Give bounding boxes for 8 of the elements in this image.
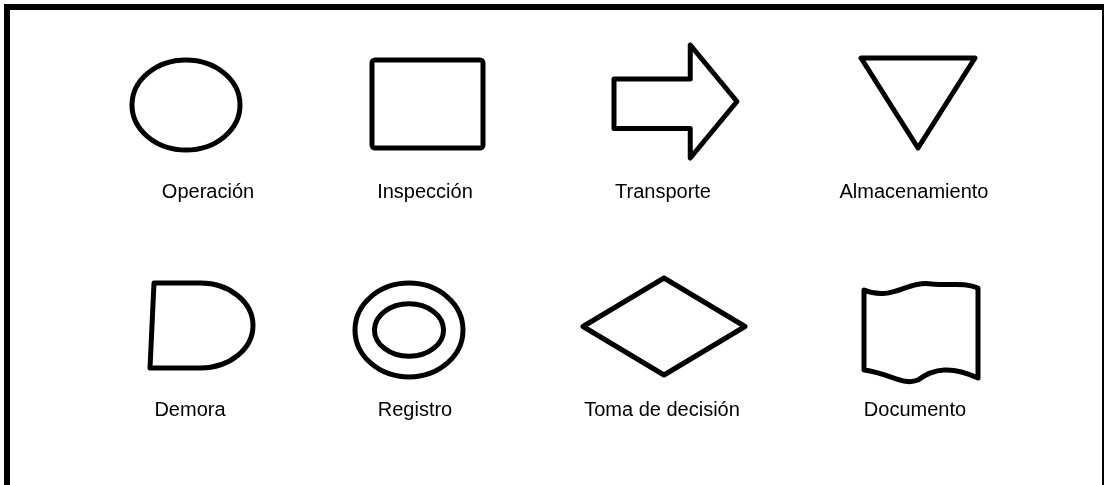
symbol-caption: Inspección bbox=[377, 180, 473, 203]
symbol-caption: Toma de decisión bbox=[584, 398, 740, 421]
symbol-caption: Almacenamiento bbox=[839, 180, 989, 203]
symbol-caption: Demora bbox=[154, 398, 226, 421]
symbol-caption: Transporte bbox=[615, 180, 711, 203]
symbol-caption: Operación bbox=[161, 180, 255, 203]
symbol-caption: Documento bbox=[863, 398, 967, 421]
symbol-caption: Registro bbox=[377, 398, 453, 421]
